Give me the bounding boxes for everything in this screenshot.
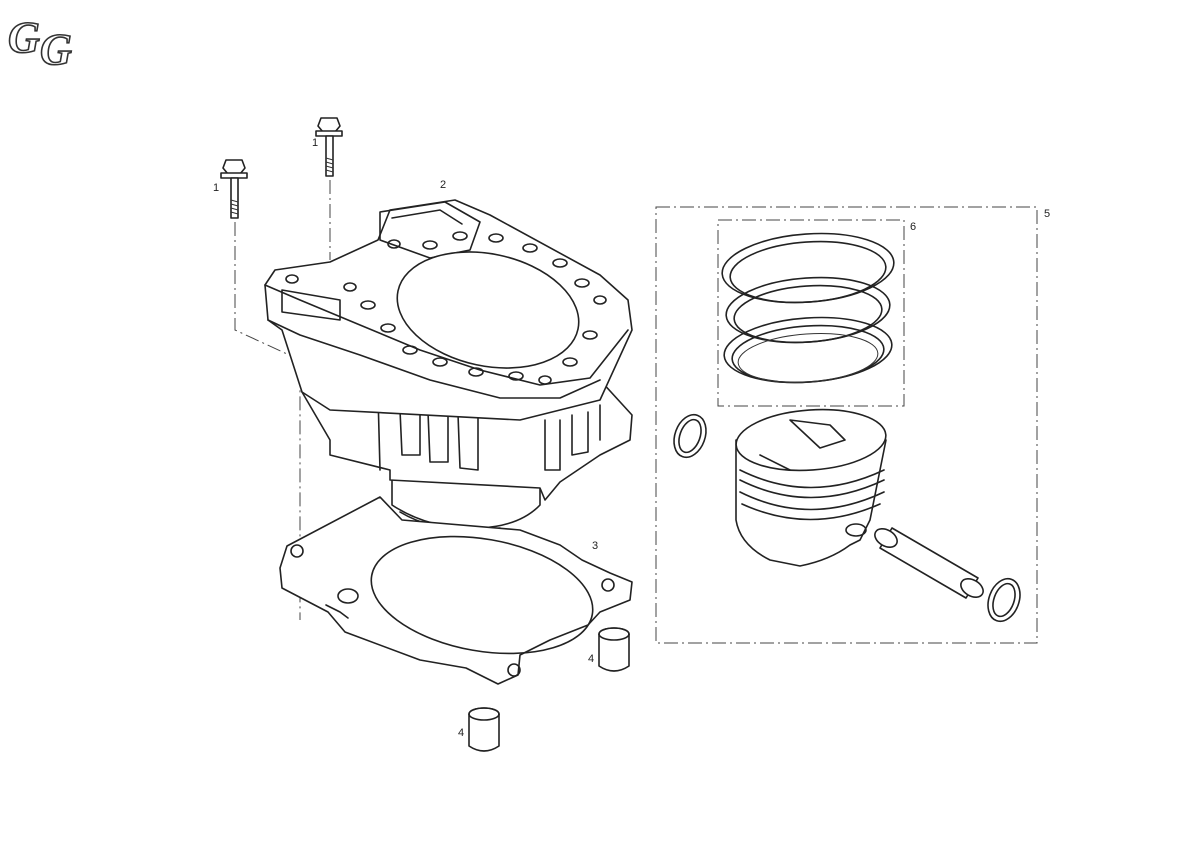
circlip-left bbox=[673, 413, 707, 459]
svg-text:G: G bbox=[40, 25, 72, 74]
callout-ring-set: 6 bbox=[910, 221, 916, 233]
callout-dowel-upper: 4 bbox=[588, 653, 594, 665]
dowel-pin-upper bbox=[598, 627, 630, 672]
bolt-right bbox=[315, 117, 343, 177]
cylinder-block bbox=[264, 199, 633, 531]
cylinder-base-gasket bbox=[279, 496, 633, 685]
wrist-pin bbox=[874, 527, 984, 599]
circlip-right bbox=[987, 577, 1021, 623]
callout-cylinder: 2 bbox=[440, 179, 446, 191]
callout-bolt-left: 1 bbox=[213, 182, 219, 194]
callout-dowel-lower: 4 bbox=[458, 727, 464, 739]
dowel-pin-lower bbox=[468, 707, 500, 752]
brand-logo: G G bbox=[7, 12, 73, 75]
piston bbox=[735, 408, 887, 567]
bolt-left bbox=[220, 159, 248, 219]
callout-bolt-right: 1 bbox=[312, 137, 318, 149]
ring-set-frame bbox=[717, 219, 905, 407]
piston-kit-frame bbox=[655, 206, 1038, 644]
callout-gasket: 3 bbox=[592, 540, 598, 552]
callout-piston-kit: 5 bbox=[1044, 208, 1050, 220]
piston-rings bbox=[721, 232, 895, 384]
svg-text:G: G bbox=[8, 13, 40, 62]
